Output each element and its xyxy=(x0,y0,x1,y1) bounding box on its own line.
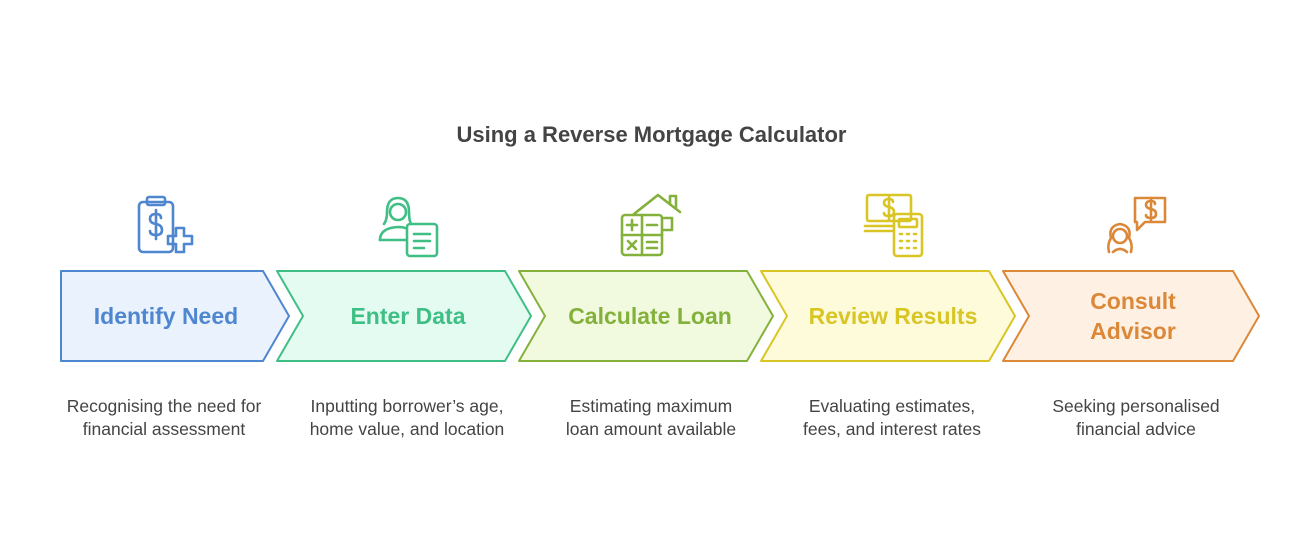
step-label-enter-data: Enter Data xyxy=(350,303,466,329)
step-description-enter-data: Inputting borrower’s age, home value, an… xyxy=(309,396,505,439)
step-label-review-results: Review Results xyxy=(808,303,978,329)
chevron-identify-need xyxy=(60,270,290,362)
person-document-icon xyxy=(378,196,439,258)
step-description-consult-advisor: Seeking personalised financial advice xyxy=(1052,396,1220,439)
clipboard-dollar-plus-icon xyxy=(137,195,194,254)
step-description-calculate-loan: Estimating maximum loan amount available xyxy=(565,396,737,439)
diagram-title: Using a Reverse Mortgage Calculator xyxy=(456,122,847,147)
advisor-speech-dollar-icon xyxy=(1107,196,1167,254)
chevron-enter-data xyxy=(276,270,532,362)
step-description-review-results: Evaluating estimates, fees, and interest… xyxy=(802,396,982,439)
step-label-consult-advisor: Consult Advisor xyxy=(1090,288,1176,344)
chevron-calculate-loan xyxy=(518,270,774,362)
money-calculator-icon xyxy=(863,193,924,258)
chevron-review-results xyxy=(760,270,1016,362)
calculator-house-icon xyxy=(620,193,682,257)
step-label-identify-need: Identify Need xyxy=(93,303,239,329)
step-description-identify-need: Recognising the need for financial asses… xyxy=(66,396,262,439)
step-label-calculate-loan: Calculate Loan xyxy=(568,303,732,329)
chevron-consult-advisor xyxy=(1002,270,1260,362)
